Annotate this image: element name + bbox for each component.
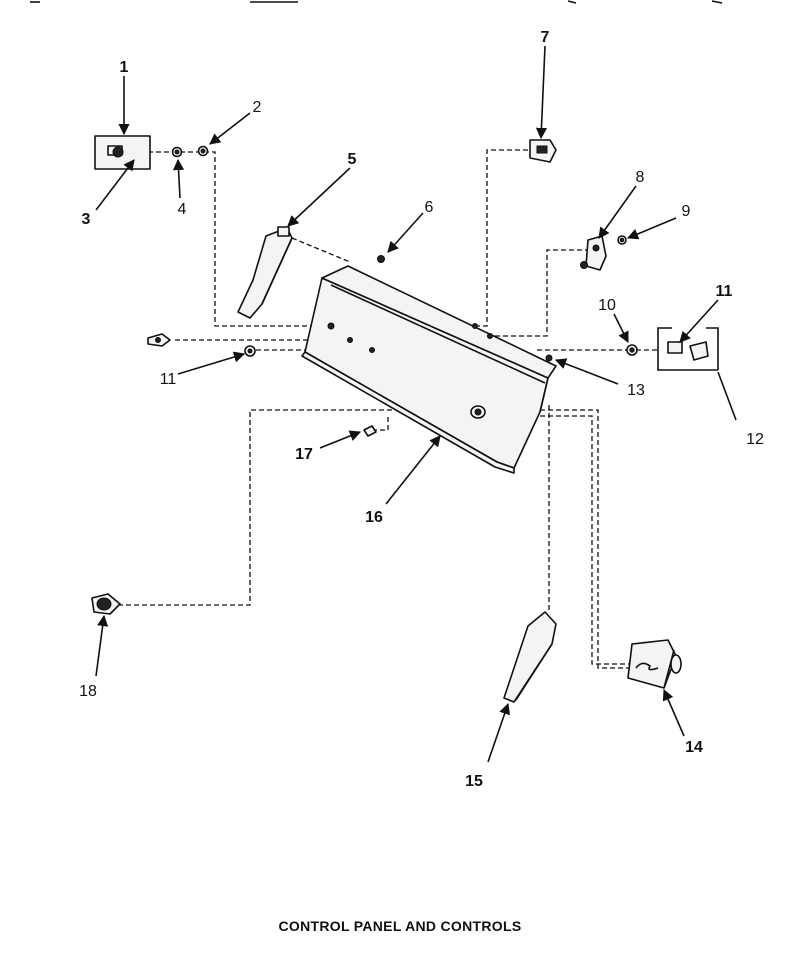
callout-labels: 1 2 3 4 5 6 7 8 9 10 11 11 12 13 14 15 1…: [79, 29, 764, 790]
callout-4: 4: [178, 201, 187, 218]
callout-3: 3: [82, 211, 91, 228]
end-cap-part-5: [237, 226, 293, 319]
switch-part-8: [580, 235, 627, 271]
leader-lines: [95, 45, 737, 763]
callout-11-left: 11: [160, 371, 177, 388]
callout-5: 5: [348, 151, 357, 168]
callout-16: 16: [365, 509, 383, 526]
callout-18: 18: [79, 683, 97, 700]
clip-part-7: [529, 139, 557, 163]
callout-10: 10: [598, 297, 616, 314]
bracket-part-1: [94, 135, 209, 170]
timer-part-14: [627, 639, 682, 689]
knob-part-18: [91, 593, 121, 615]
callout-1: 1: [120, 59, 129, 76]
bracket-part-12: [626, 327, 719, 371]
end-cap-part-15: [503, 611, 557, 703]
screw-part-17: [363, 425, 377, 437]
callout-13: 13: [627, 382, 645, 399]
header-fragment: [30, 0, 723, 4]
callout-2: 2: [253, 99, 262, 116]
callout-14: 14: [685, 739, 703, 756]
control-panel-16: [301, 255, 557, 474]
callout-7: 7: [541, 29, 550, 46]
callout-15: 15: [465, 773, 483, 790]
screw-part-13: [545, 354, 553, 362]
washer-part-11: [147, 333, 256, 357]
callout-9: 9: [682, 203, 691, 220]
callout-11-right: 11: [716, 283, 733, 300]
diagram-caption: CONTROL PANEL AND CONTROLS: [278, 918, 522, 934]
assembly-dashed-lines: [118, 149, 658, 669]
callout-6: 6: [425, 199, 434, 216]
callout-17: 17: [295, 446, 313, 463]
callout-8: 8: [636, 169, 645, 186]
callout-12: 12: [746, 431, 764, 448]
